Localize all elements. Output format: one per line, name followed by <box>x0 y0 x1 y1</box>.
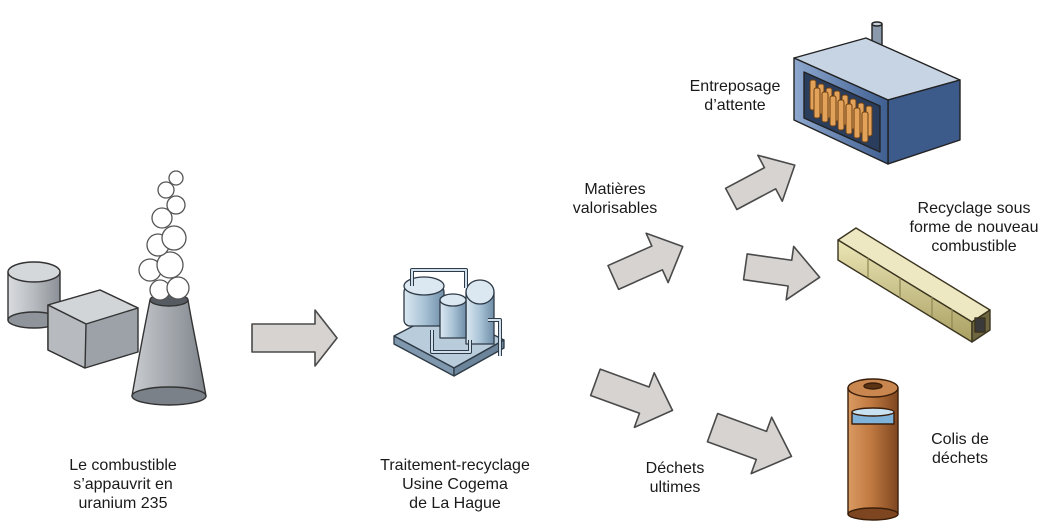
recycling-label-line: combustible <box>931 238 1017 255</box>
waste-package-label-line: déchets <box>931 450 989 467</box>
plant-label-line: Le combustible <box>69 457 177 474</box>
reprocessing-plant-icon <box>393 268 505 377</box>
plant-label: Le combustible s’appauvrit en uranium 23… <box>28 456 218 513</box>
arrow-to-waste-package <box>706 412 793 475</box>
reprocessing-label-line: de La Hague <box>409 495 501 512</box>
final-waste-label-line: Déchets <box>645 460 705 477</box>
storage-label-line: Entreposage <box>689 78 781 95</box>
arrow-plant-to-process <box>251 309 338 367</box>
valuable-materials-label: Matières valorisables <box>560 180 670 218</box>
waste-package-label: Colis de déchets <box>905 430 1015 468</box>
waste-canister-icon <box>847 378 899 521</box>
valuable-materials-label-line: valorisables <box>572 200 658 217</box>
arrow-to-recycling <box>742 245 821 301</box>
fuel-assembly-icon <box>837 227 991 343</box>
nuclear-plant-icon <box>7 170 207 406</box>
arrow-to-dechets <box>589 368 674 429</box>
plant-label-line: s’appauvrit en <box>73 476 173 493</box>
final-waste-label: Déchets ultimes <box>620 459 730 497</box>
storage-label: Entreposage d’attente <box>670 77 800 115</box>
recycling-label: Recyclage sous forme de nouveau combusti… <box>886 199 1062 256</box>
arrow-to-storage <box>724 154 796 211</box>
storage-label-line: d’attente <box>704 97 766 114</box>
reprocessing-label: Traitement-recyclage Usine Cogema de La … <box>350 456 560 513</box>
plant-label-line: uranium 235 <box>78 495 168 512</box>
recycling-label-line: forme de nouveau <box>909 219 1039 236</box>
reprocessing-label-line: Traitement-recyclage <box>380 457 530 474</box>
valuable-materials-label-line: Matières <box>584 181 646 198</box>
reprocessing-label-line: Usine Cogema <box>402 476 508 493</box>
recycling-label-line: Recyclage sous <box>917 200 1031 217</box>
storage-building-icon <box>793 21 961 165</box>
final-waste-label-line: ultimes <box>649 479 701 496</box>
waste-package-label-line: Colis de <box>931 431 989 448</box>
arrow-to-matieres <box>607 232 684 291</box>
